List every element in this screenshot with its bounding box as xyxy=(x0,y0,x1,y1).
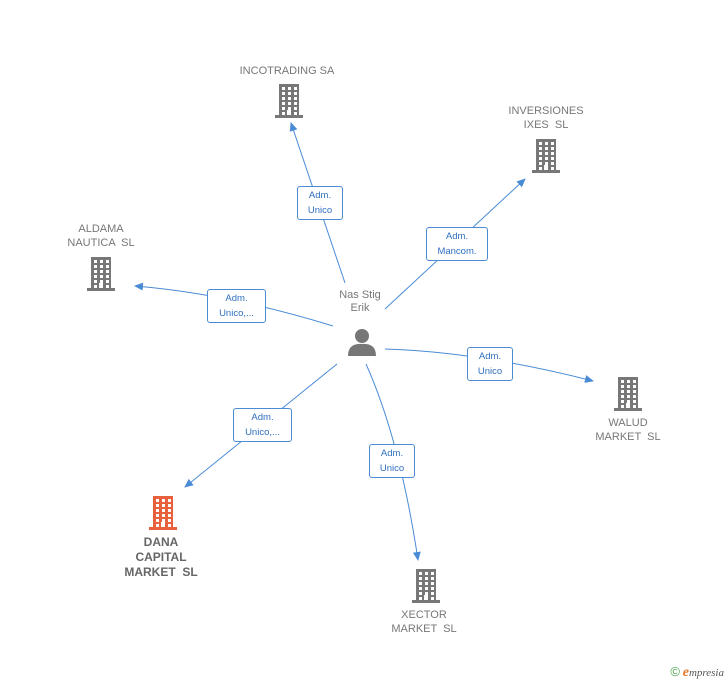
edge-role-label-inversiones[interactable]: Adm. Mancom. xyxy=(426,227,488,261)
edge-role-label-dana[interactable]: Adm. Unico,... xyxy=(233,408,292,442)
building-icon[interactable] xyxy=(149,496,177,530)
center-person-name[interactable]: Nas Stig Erik xyxy=(339,289,381,314)
copyright-symbol: © xyxy=(670,664,680,679)
building-icon[interactable] xyxy=(532,139,560,173)
edge-role-label-walud[interactable]: Adm. Unico xyxy=(467,347,513,381)
company-label-xector[interactable]: XECTOR MARKET SL xyxy=(391,609,457,635)
building-icon[interactable] xyxy=(87,257,115,291)
building-icon[interactable] xyxy=(614,377,642,411)
person-icon[interactable] xyxy=(348,329,376,356)
company-label-incotrading[interactable]: INCOTRADING SA xyxy=(239,65,335,77)
brand-rest: mpresia xyxy=(688,667,724,679)
company-label-dana[interactable]: DANA CAPITAL MARKET SL xyxy=(124,535,198,579)
empresia-watermark: © empresia xyxy=(670,664,724,681)
company-label-aldama[interactable]: ALDAMA NAUTICA SL xyxy=(67,223,135,249)
edge-role-label-aldama[interactable]: Adm. Unico,... xyxy=(207,289,266,323)
building-icon[interactable] xyxy=(275,84,303,118)
edge-role-label-xector[interactable]: Adm. Unico xyxy=(369,444,415,478)
building-icon[interactable] xyxy=(412,569,440,603)
company-label-inversiones[interactable]: INVERSIONES IXES SL xyxy=(508,105,584,131)
company-label-walud[interactable]: WALUD MARKET SL xyxy=(595,417,661,443)
edge-role-label-incotrading[interactable]: Adm. Unico xyxy=(297,186,343,220)
brand-first-letter: e xyxy=(682,665,689,680)
